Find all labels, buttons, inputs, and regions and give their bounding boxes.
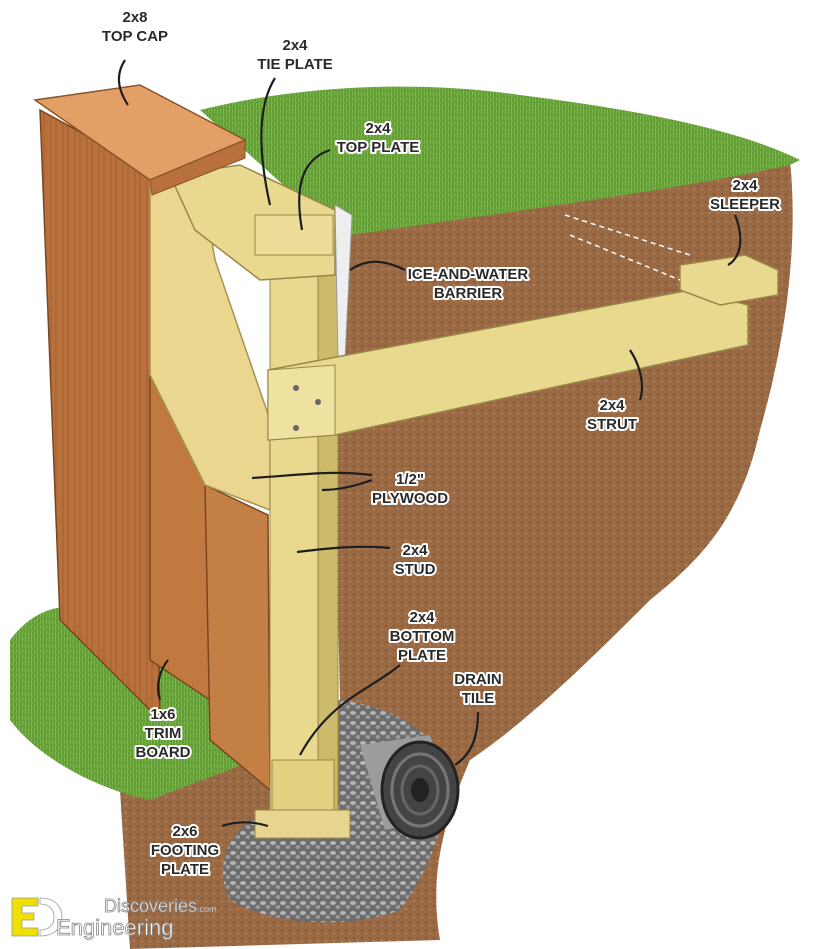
tie-plate — [254, 214, 334, 256]
label-line: TOP CAP — [102, 28, 168, 45]
sleeper — [679, 254, 779, 306]
label-line: TOP PLATE — [337, 139, 420, 156]
footing-plate — [254, 809, 351, 839]
label-ice-water-barrier: ICE-AND-WATER BARRIER — [408, 266, 529, 302]
label-line: PLATE — [161, 861, 209, 878]
label-line: 1/2" — [396, 471, 424, 488]
label-line: 2x6 — [172, 823, 197, 840]
label-line: 1x6 — [150, 706, 175, 723]
label-line: 2x8 — [122, 9, 147, 26]
label-line: BOARD — [136, 744, 191, 761]
label-line: 2x4 — [732, 177, 758, 194]
label-line: Discoveries — [104, 896, 197, 916]
label-drain-tile: DRAIN TILE — [454, 671, 502, 707]
label-line: STUD — [395, 561, 436, 578]
label-line: .com — [197, 904, 217, 914]
trim-board-2 — [204, 483, 271, 792]
label-line: 2x4 — [282, 37, 308, 54]
svg-text:Discoveries.com: Discoveries.com — [104, 896, 217, 916]
drain-tile-pipe — [360, 735, 460, 840]
logo-e-icon — [11, 897, 39, 937]
svg-text:Engineering: Engineering — [56, 915, 173, 940]
label-line: STRUT — [587, 416, 637, 433]
grass-bottom-left — [10, 606, 255, 800]
label-line: ICE-AND-WATER — [408, 266, 529, 283]
label-line: 2x4 — [402, 542, 428, 559]
callout-arrows — [117, 59, 742, 828]
label-line: PLATE — [398, 647, 446, 664]
label-line: BARRIER — [434, 285, 503, 302]
watermark-logo: Discoveries.com Engineering — [11, 896, 217, 940]
label-line: TILE — [462, 690, 495, 707]
label-line: TIE PLATE — [257, 56, 333, 73]
label-line: PLYWOOD — [372, 490, 448, 507]
label-line: TRIM — [145, 725, 182, 742]
stud-back — [317, 229, 339, 811]
label-line: BOTTOM — [390, 628, 455, 645]
label-line: SLEEPER — [710, 196, 780, 213]
label-plywood: 1/2" PLYWOOD — [372, 471, 448, 507]
label-line: 2x4 — [599, 397, 625, 414]
label-line: 2x4 — [365, 120, 391, 137]
logo-d-icon — [39, 897, 63, 937]
grass-top — [200, 86, 800, 238]
label-line: FOOTING — [151, 842, 219, 859]
label-line: 2x4 — [409, 609, 435, 626]
stud — [269, 239, 319, 821]
label-line: DRAIN — [454, 671, 502, 688]
bottom-plate — [271, 759, 335, 811]
